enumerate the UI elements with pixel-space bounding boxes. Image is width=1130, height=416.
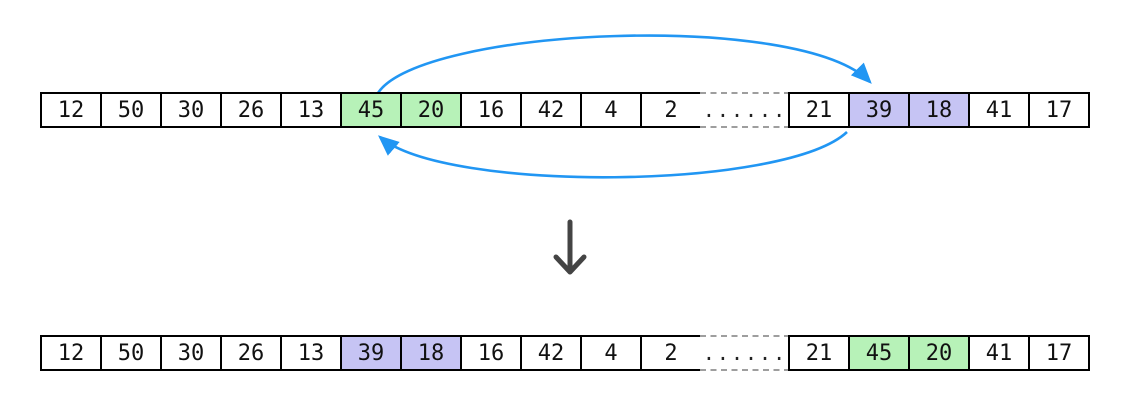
- cell-value: 30: [177, 97, 205, 123]
- array-cell: ......: [700, 335, 790, 371]
- cell-value: 50: [117, 97, 145, 123]
- cell-value: 13: [297, 97, 325, 123]
- cell-value: 42: [537, 97, 565, 123]
- cell-value: 17: [1045, 340, 1073, 366]
- array-cell: 41: [968, 335, 1030, 371]
- array-cell: 2: [640, 335, 702, 371]
- swap-arrow-top: [376, 34, 872, 94]
- cell-value: 41: [985, 97, 1013, 123]
- cell-value: 20: [417, 97, 445, 123]
- cell-value: 50: [117, 340, 145, 366]
- array-cell: 4: [580, 335, 642, 371]
- array-cell: 17: [1028, 92, 1090, 128]
- array-cell: 16: [460, 92, 522, 128]
- array-cell: 20: [908, 335, 970, 371]
- array-cell: 45: [340, 92, 402, 128]
- cell-value: 20: [925, 340, 953, 366]
- array-cell: 26: [220, 92, 282, 128]
- array-row-after-swap: 12 50 30 26 13 39 18: [40, 335, 1090, 371]
- down-arrow-icon: [553, 219, 587, 275]
- array-cell: 4: [580, 92, 642, 128]
- cell-value: 2: [664, 97, 678, 123]
- cell-value: 41: [985, 340, 1013, 366]
- cell-value: 2: [664, 340, 678, 366]
- cell-value: 17: [1045, 97, 1073, 123]
- array-cell: 18: [908, 92, 970, 128]
- array-cell: 13: [280, 335, 342, 371]
- array-cell: 50: [100, 92, 162, 128]
- array-cell: 12: [40, 335, 102, 371]
- cell-value: 12: [57, 340, 85, 366]
- cell-value: 4: [604, 340, 618, 366]
- array-cell: 12: [40, 92, 102, 128]
- cell-value: ......: [702, 341, 788, 365]
- cell-value: 39: [357, 340, 385, 366]
- cell-value: 21: [805, 340, 833, 366]
- array-cell: ......: [700, 92, 790, 128]
- cell-value: 18: [925, 97, 953, 123]
- cell-value: 12: [57, 97, 85, 123]
- array-cell: 39: [848, 92, 910, 128]
- array-cell: 16: [460, 335, 522, 371]
- cell-value: 45: [865, 340, 893, 366]
- cell-value: 42: [537, 340, 565, 366]
- cell-value: 4: [604, 97, 618, 123]
- array-cell: 42: [520, 335, 582, 371]
- cell-value: 26: [237, 340, 265, 366]
- cell-value: 26: [237, 97, 265, 123]
- array-cell: 50: [100, 335, 162, 371]
- array-cell: 20: [400, 92, 462, 128]
- cell-value: 30: [177, 340, 205, 366]
- array-cell: 17: [1028, 335, 1090, 371]
- array-cell: 42: [520, 92, 582, 128]
- cell-value: 16: [477, 97, 505, 123]
- cell-value: 45: [357, 97, 385, 123]
- array-cell: 18: [400, 335, 462, 371]
- array-cell: 21: [788, 335, 850, 371]
- cell-value: 18: [417, 340, 445, 366]
- cell-value: ......: [702, 98, 788, 122]
- array-cell: 2: [640, 92, 702, 128]
- array-cell: 45: [848, 335, 910, 371]
- array-cell: 13: [280, 92, 342, 128]
- array-cell: 30: [160, 335, 222, 371]
- array-cell: 39: [340, 335, 402, 371]
- array-row-before-swap: 12 50 30 26 13 45 20: [40, 92, 1090, 128]
- array-cell: 41: [968, 92, 1030, 128]
- cell-value: 39: [865, 97, 893, 123]
- array-cell: 30: [160, 92, 222, 128]
- cell-value: 16: [477, 340, 505, 366]
- cell-value: 13: [297, 340, 325, 366]
- cell-value: 21: [805, 97, 833, 123]
- swap-arrow-bottom: [378, 131, 848, 179]
- array-cell: 26: [220, 335, 282, 371]
- array-cell: 21: [788, 92, 850, 128]
